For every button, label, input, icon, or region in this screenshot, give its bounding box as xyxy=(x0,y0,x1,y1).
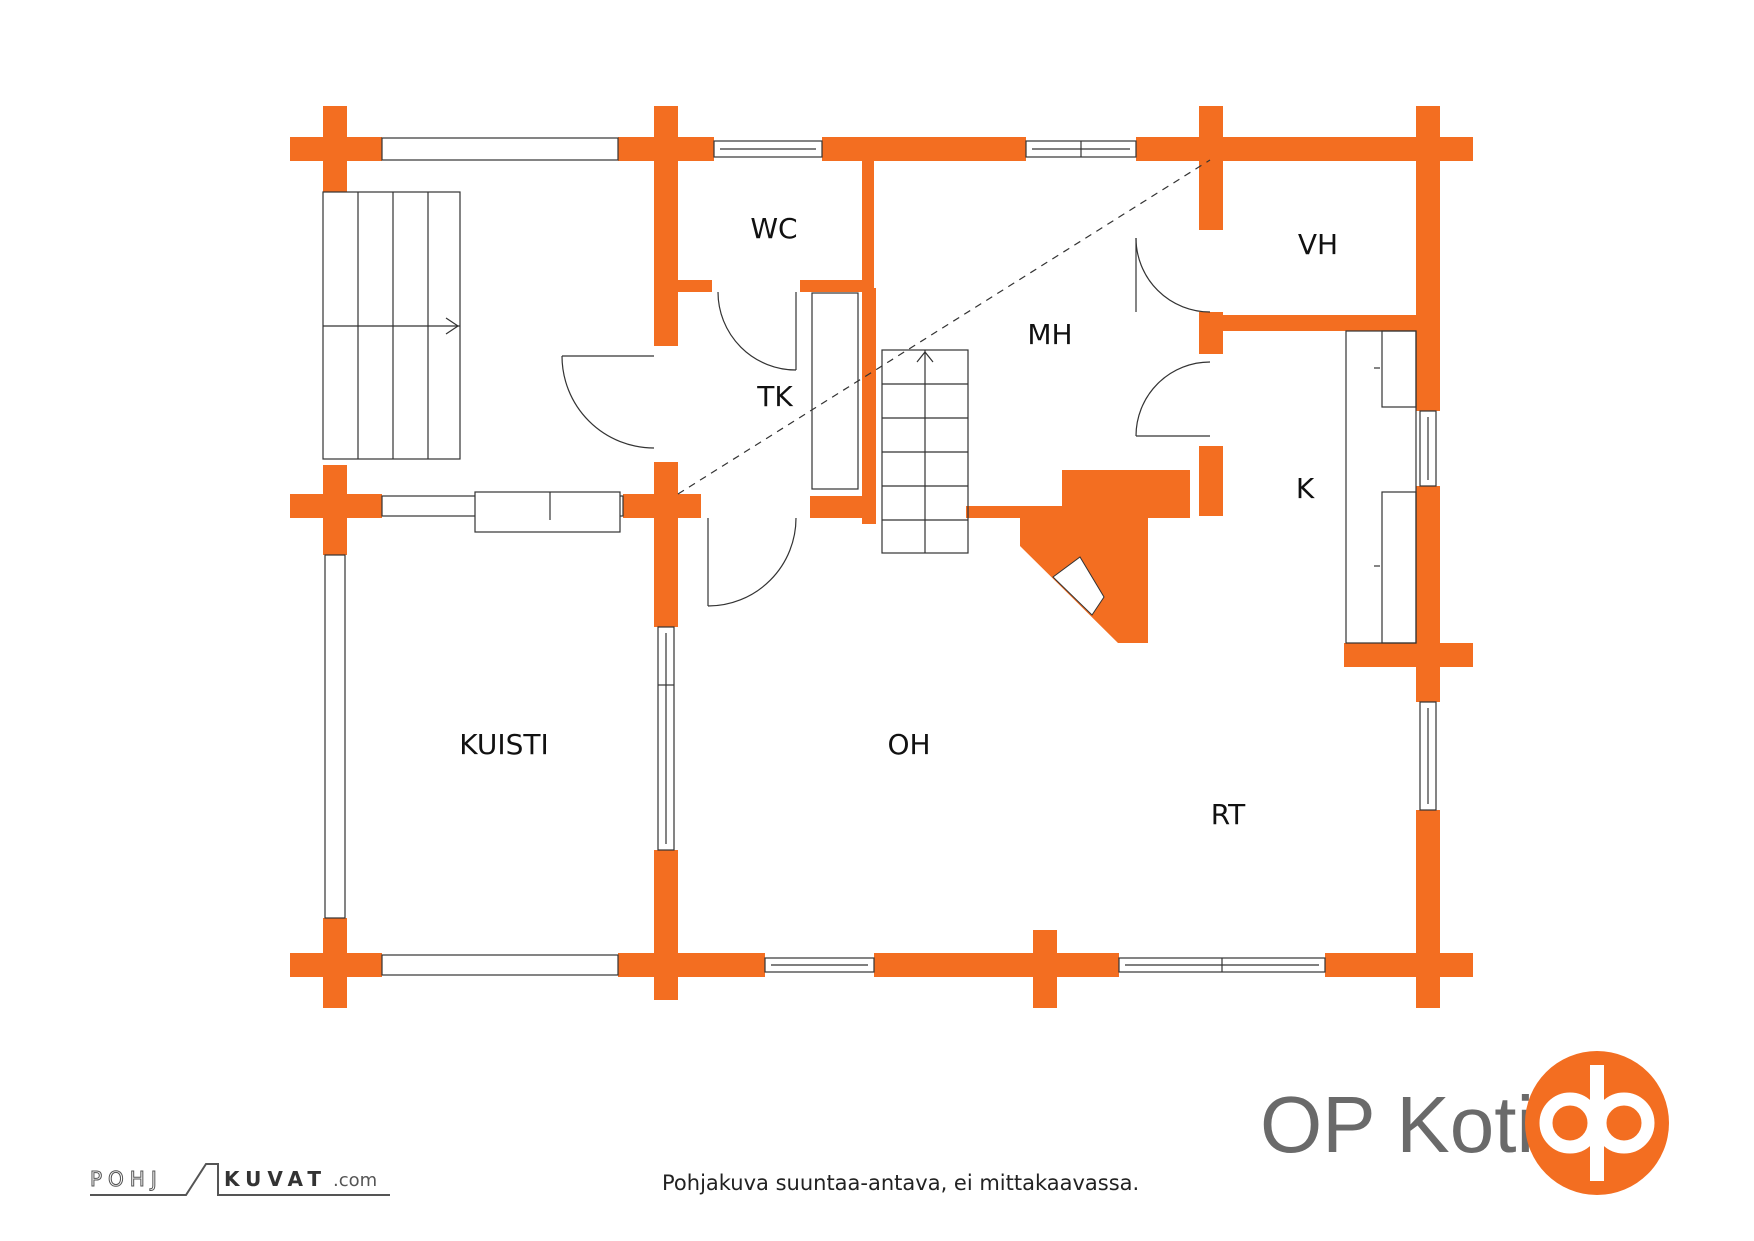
window xyxy=(381,137,619,161)
window xyxy=(324,554,346,919)
room-label-mh: MH xyxy=(1027,318,1072,351)
room-label-tk: TK xyxy=(756,380,793,413)
room-label-k: K xyxy=(1296,472,1315,505)
room-label-wc: WC xyxy=(750,212,797,245)
op-logo-icon xyxy=(1525,1051,1669,1195)
upper-floor-edge xyxy=(677,159,1211,495)
window xyxy=(381,954,619,976)
room-label-oh: OH xyxy=(887,728,930,761)
disclaimer-text: Pohjakuva suuntaa-antava, ei mittakaavas… xyxy=(662,1171,1139,1195)
pohjakuvat-logo-kuvat: KUVAT xyxy=(224,1167,327,1191)
windows xyxy=(324,137,1437,976)
walls xyxy=(290,106,1473,1008)
pohjakuvat-logo-pohj: POHJ xyxy=(90,1167,163,1191)
window xyxy=(474,491,621,533)
indoor-stairs xyxy=(881,349,969,554)
room-label-kuisti: KUISTI xyxy=(459,728,549,761)
doors xyxy=(561,237,1211,607)
brand-name: OP Koti xyxy=(1260,1080,1534,1169)
kitchen-counter xyxy=(1345,330,1417,644)
pohjakuvat-logo-domain: .com xyxy=(333,1170,377,1191)
room-label-vh: VH xyxy=(1298,228,1338,261)
fireplace-opening xyxy=(1052,556,1105,616)
pohjakuvat-logo: POHJ KUVAT .com xyxy=(90,1163,390,1196)
room-label-rt: RT xyxy=(1211,798,1246,831)
outdoor-stairs xyxy=(322,191,461,460)
